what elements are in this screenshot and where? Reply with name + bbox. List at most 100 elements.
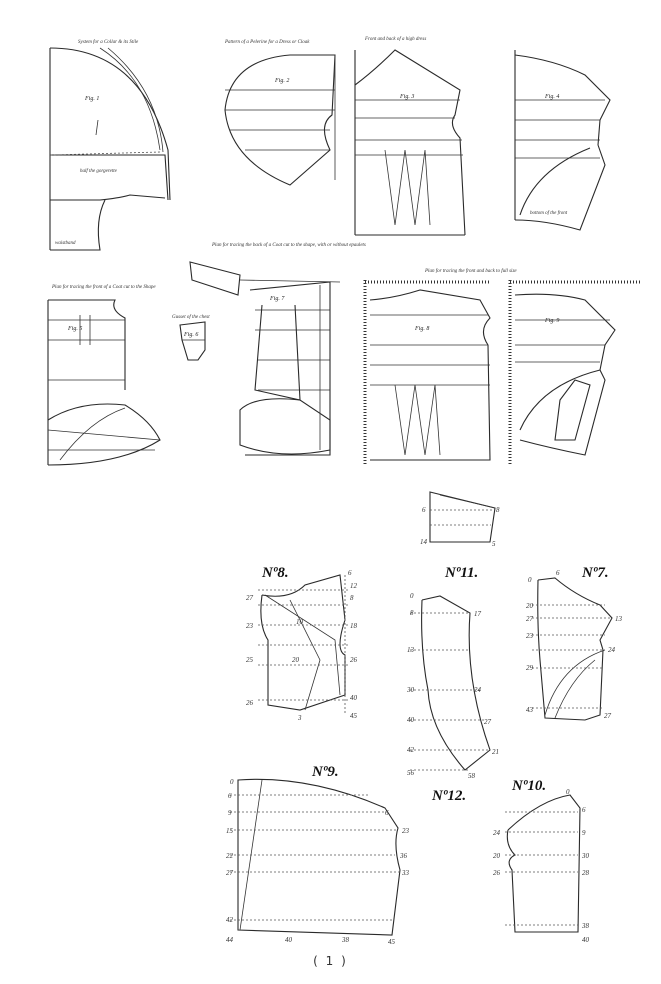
label-fig-6: Fig. 6 [183,332,198,338]
mark: 20 [493,852,501,860]
title-back-tracing: Plan for tracing the back of a Coat cut … [211,243,366,248]
mark: 27 [604,712,612,720]
mark: 33 [401,869,410,877]
mark: 18 [350,622,358,630]
label-n12: Nº12. [431,788,466,804]
mark: 6 [582,806,586,814]
mark: 12 [350,582,358,590]
mark: 0 [410,592,414,600]
mark: 9 [228,809,232,817]
mark: 27 [246,594,254,602]
mark: 10 [296,618,304,626]
fig-full-size: Plan for tracing the front and back to f… [363,269,640,465]
mark: 29 [526,664,534,672]
label-fig-2: Fig. 2 [274,78,289,84]
mark: 6 [385,809,389,817]
mark: 20 [526,602,534,610]
mark: 23 [402,827,410,835]
mark: 40 [582,936,590,944]
mark: 6 [556,569,560,577]
mark: 17 [474,610,482,618]
mark: 45 [350,712,358,720]
mark: 36 [399,852,408,860]
mark: 6 [348,569,352,577]
mark: 27 [226,869,234,877]
mark: 20 [292,656,300,664]
mark: 27 [484,718,492,726]
mark: 38 [581,922,590,930]
label-fig-4: Fig. 4 [544,93,559,100]
title-collar: System for a Collar & its Stile [78,40,139,45]
title-front-back: Front and back of a high dress [364,37,426,42]
label-fig-8: Fig. 8 [414,326,429,332]
pattern-n9: Nº9. 0 6 9 15 22 27 42 44 6 23 36 33 45 … [226,764,410,946]
title-front-back-full: Plan for tracing the front and back to f… [424,269,517,274]
mark: 9 [582,829,586,837]
fig-gusset: Gusset of the chest Fig. 6 [172,315,210,361]
label-n11: Nº11. [444,565,478,581]
note-bottom: bottom of the front [530,211,568,216]
mark: 24 [493,829,501,837]
mark: 30 [406,686,415,694]
mark: 44 [226,936,234,944]
label-n10: Nº10. [511,778,546,794]
mark: 40 [285,936,293,944]
mark: 25 [246,656,254,664]
label-fig-7: Fig. 7 [269,296,285,302]
mark: 6 [228,792,232,800]
label-n8: Nº8. [261,565,289,581]
mark: 26 [493,869,501,877]
mark: 56 [407,769,415,777]
fig-collar: System for a Collar & its Stile Fig. 1 h… [49,40,171,251]
mark: 8 [350,594,354,602]
label-fig-5: Fig. 5 [67,326,82,332]
page-number: ( 1 ) [313,954,348,968]
fig-front-back: Front and back of a high dress Fig. 3 [354,37,466,236]
label-fig-3: Fig. 3 [399,94,414,100]
mark: 26 [350,656,358,664]
fig-small-piece: 6 14 5 8 [420,491,500,548]
mark: 3 [297,714,302,722]
mark: 15 [226,827,234,835]
mark: 0 [566,788,570,796]
mark: 24 [474,686,482,694]
pattern-n10: Nº10. 0 24 20 26 6 9 30 28 38 40 [493,778,590,944]
pattern-n11: Nº11. 0 8 13 30 40 42 56 17 24 27 21 58 [406,565,499,780]
mark: 40 [407,716,415,724]
pattern-n7: Nº7. 0 20 27 23 29 43 6 13 24 27 [526,565,623,721]
mark: 40 [350,694,358,702]
mark: 21 [492,748,499,756]
fig-front-tracing: Plan for tracing the front of a Coat cut… [47,285,161,466]
mark: 58 [468,772,476,780]
mark: 0 [528,576,532,584]
mark: 23 [526,632,534,640]
mark: 8 [496,506,500,514]
fig-back-tracing: Plan for tracing the back of a Coat cut … [189,243,366,456]
mark: 45 [388,938,396,946]
fig-cloak: Pattern of a Pelerine for a Dress or Clo… [224,40,336,186]
mark: 43 [526,706,534,714]
mark: 28 [582,869,590,877]
mark: 23 [246,622,254,630]
mark: 42 [226,916,234,924]
mark: 0 [230,778,234,786]
note-fold: half the gorgerette [80,169,118,174]
mark: 24 [608,646,616,654]
mark: 22 [226,852,234,860]
mark: 5 [492,540,496,548]
note-gusset: Gusset of the chest [172,315,210,320]
label-fig-9: Fig. 9 [544,318,559,324]
mark: 14 [420,538,428,546]
mark: 26 [246,699,254,707]
mark: 13 [407,646,415,654]
pattern-n8: Nº8. 27 23 25 26 6 12 8 18 26 40 45 10 2… [246,565,358,722]
mark: 27 [526,615,534,623]
mark: 13 [615,615,623,623]
mark: 42 [407,746,415,754]
mark: 8 [410,609,414,617]
label-fig-1: Fig. 1 [84,96,99,102]
note-waist: waistband [55,241,76,246]
fig-sleeve-top: Fig. 4 bottom of the front [514,50,611,231]
mark: 6 [422,506,426,514]
title-front-tracing: Plan for tracing the front of a Coat cut… [51,285,156,290]
